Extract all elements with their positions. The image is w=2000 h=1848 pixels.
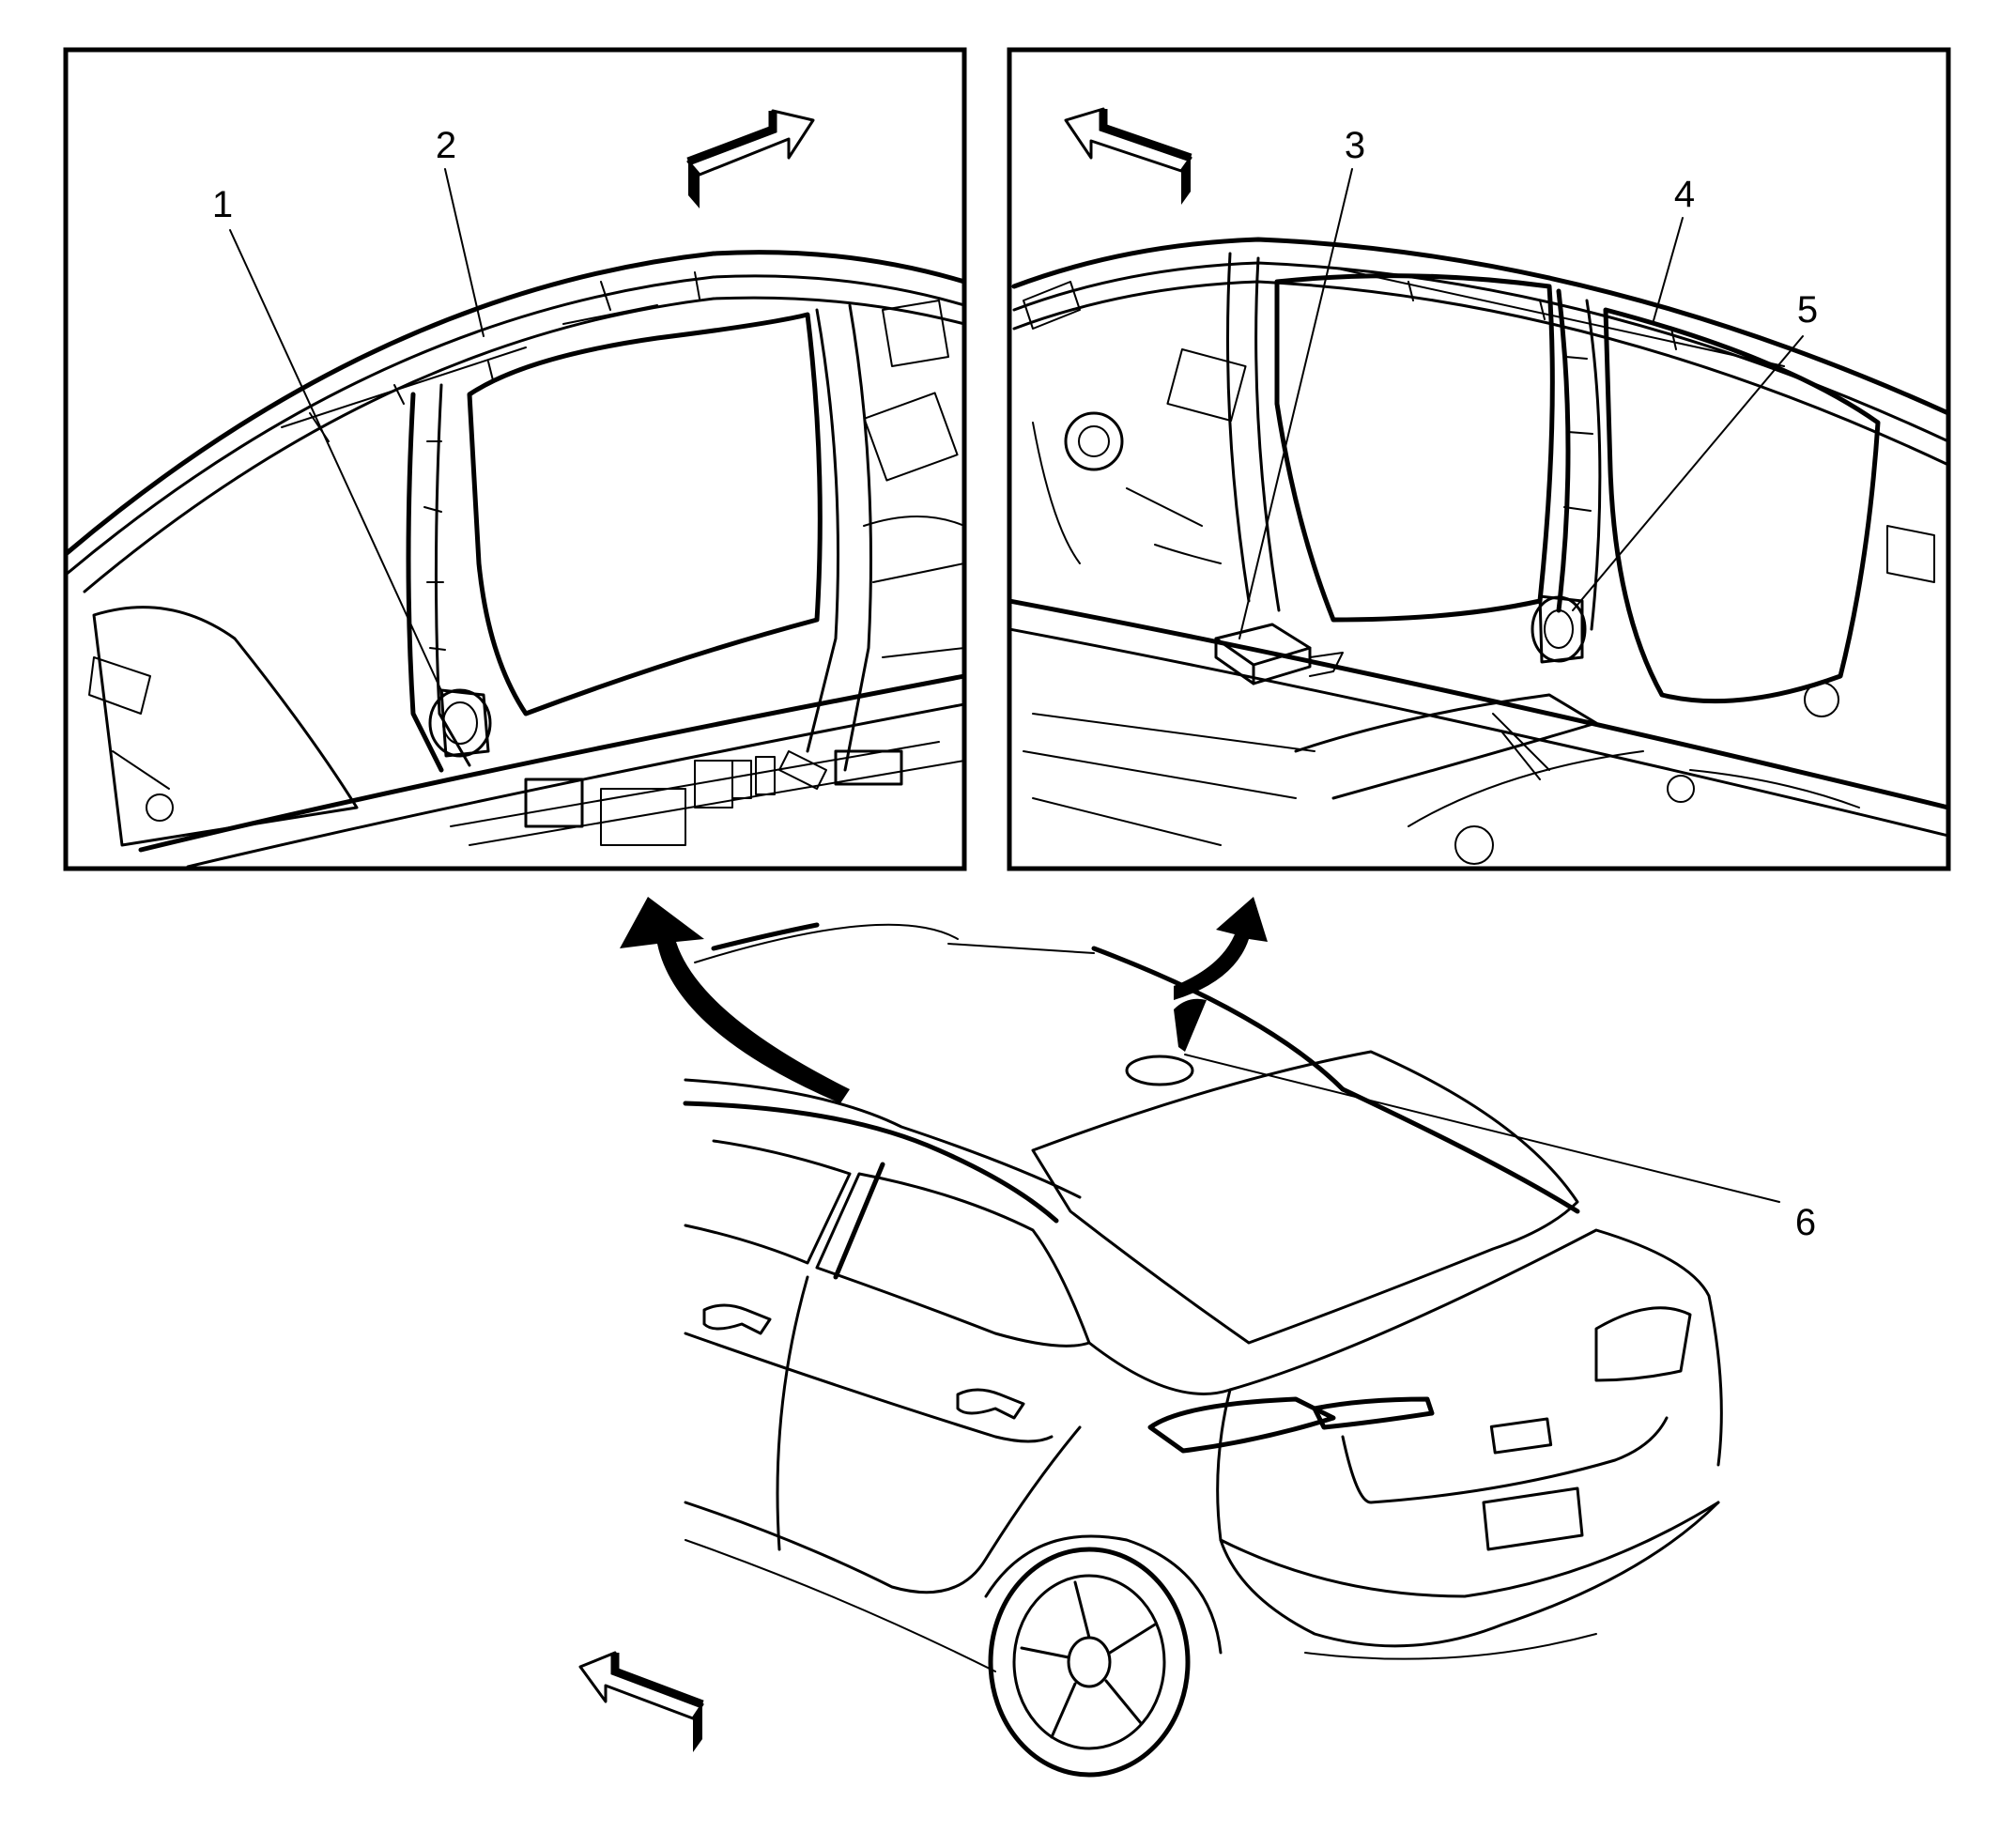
curved-arrow-icon [1174, 897, 1268, 1000]
right-panel-frame [1007, 47, 1951, 871]
right-body-structure [1011, 237, 1946, 865]
callout-6: 6 [1795, 1202, 1816, 1243]
tail-light-left [1147, 1396, 1336, 1454]
callout-4: 4 [1674, 174, 1695, 215]
vehicle-rear-view [683, 922, 1723, 1778]
left-detail-panel [63, 47, 967, 871]
callout-3: 3 [1345, 125, 1365, 166]
left-body-structure [68, 250, 962, 867]
license-plate [1482, 1486, 1584, 1551]
seat-belt-retractor-left [428, 688, 492, 758]
callout-2: 2 [436, 125, 456, 166]
rear-badge [1489, 1417, 1553, 1455]
direction-arrow-icon [578, 1651, 704, 1752]
leader-line-3 [1238, 168, 1353, 639]
door-handle-front [702, 1303, 772, 1335]
callout-5: 5 [1797, 289, 1818, 331]
rear-wheel [984, 1534, 1223, 1778]
leader-line-2 [444, 168, 485, 337]
left-panel-frame [63, 47, 967, 871]
leader-line-1 [229, 229, 444, 696]
direction-arrow-icon [686, 109, 815, 208]
leader-line-5 [1572, 335, 1804, 611]
door-handle-rear [956, 1388, 1025, 1420]
antenna [1125, 998, 1207, 1086]
right-detail-panel [1007, 47, 1951, 871]
callout-1: 1 [212, 184, 233, 225]
leader-line-6 [1184, 1054, 1780, 1203]
control-module [1214, 623, 1344, 685]
curved-arrow-icon [620, 897, 850, 1103]
seat-belt-retractor-right [1531, 594, 1587, 664]
tail-light-right [1594, 1306, 1692, 1382]
direction-arrow-icon [1064, 107, 1192, 205]
leader-line-4 [1652, 217, 1684, 325]
